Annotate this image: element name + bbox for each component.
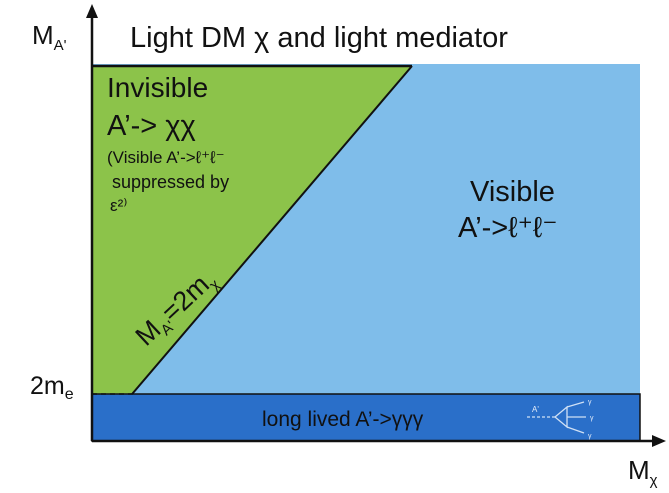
y-axis-arrow-icon	[86, 4, 98, 18]
y-tick-main: 2m	[30, 372, 65, 400]
y-tick-subscript: e	[64, 386, 74, 403]
invisible-region-note: ε²⁾	[110, 196, 128, 215]
visible-region-process: A’->ℓ⁺ℓ⁻	[458, 212, 558, 244]
invisible-region-note: suppressed by	[112, 172, 230, 192]
feynman-leg-label: γ	[588, 433, 592, 440]
x-axis-label-main: M	[628, 455, 650, 485]
invisible-region-title: Invisible	[107, 72, 209, 103]
y-axis-label-subscript: A'	[53, 37, 67, 54]
feynman-diagram-icon	[527, 401, 586, 434]
feynman-leg-label: γ	[590, 415, 594, 422]
x-axis-arrow-icon	[652, 435, 666, 447]
boundary-line	[91, 65, 413, 442]
y-tick-2me: 2me	[30, 374, 74, 403]
x-axis-label-subscript: χ	[649, 472, 658, 489]
feynman-label: A'	[532, 405, 539, 414]
invisible-region-note: (Visible A’->ℓ⁺ℓ⁻	[107, 148, 225, 167]
x-axis-label: Mχ	[628, 457, 658, 488]
invisible-region-process: A’-> χχ	[107, 110, 196, 142]
y-axis-label-main: M	[32, 20, 54, 50]
y-axis-label: MA'	[32, 22, 67, 53]
feynman-leg-label: γ	[588, 399, 592, 406]
visible-region-title: Visible	[470, 176, 555, 208]
diagram-title: Light DM χ and light mediator	[130, 22, 508, 54]
long-lived-region-label: long lived A’->γγγ	[262, 408, 424, 431]
